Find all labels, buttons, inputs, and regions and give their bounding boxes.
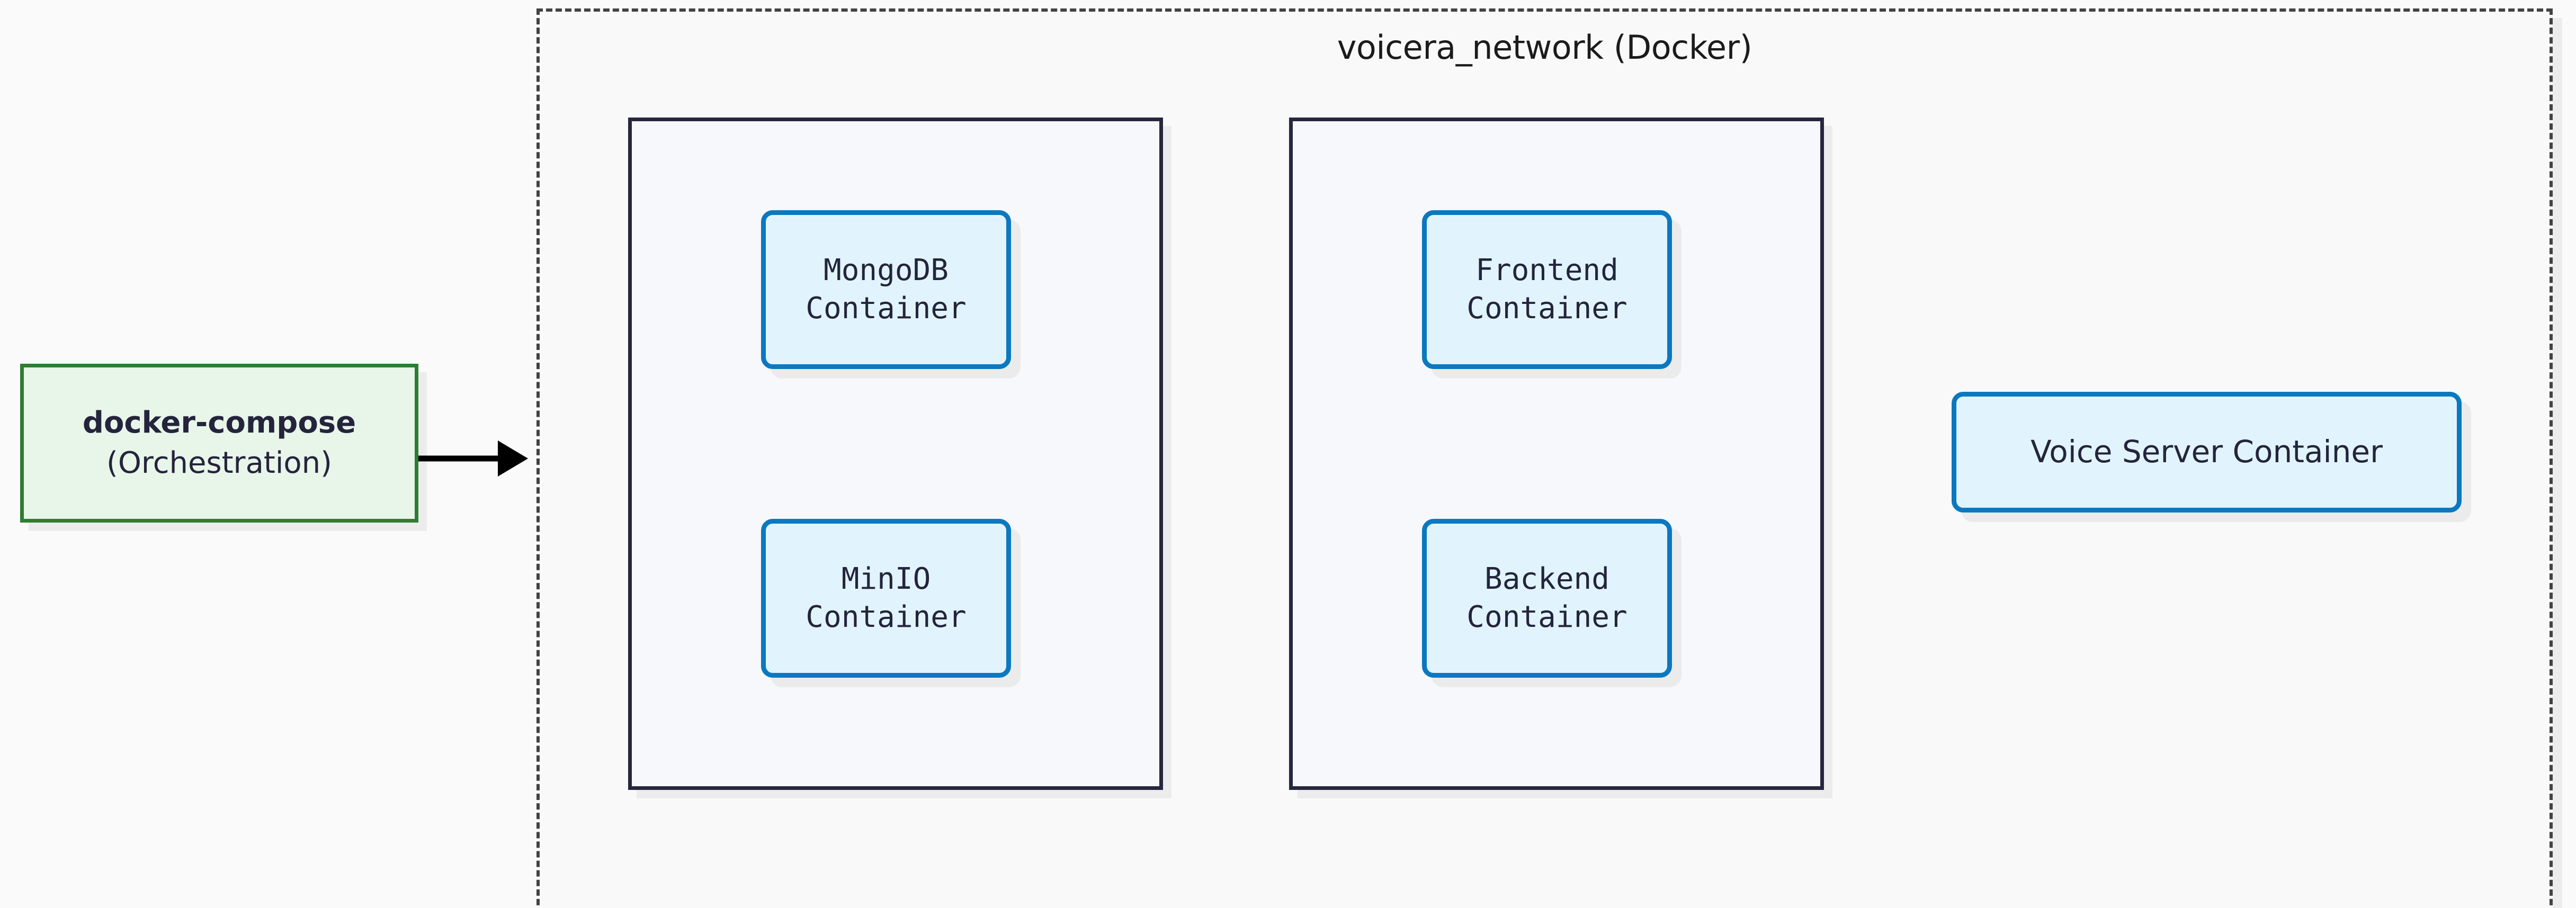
minio-container-label-line1: MinIO (841, 562, 931, 597)
orchestration-arrow (418, 432, 532, 485)
network-title: voicera_network (Docker) (1337, 28, 1752, 67)
voice-server-container-label: Voice Server Container (2031, 434, 2383, 470)
backend-container-label-line1: Backend (1484, 562, 1609, 597)
frontend-container-label-line2: Container (1466, 291, 1627, 326)
docker-compose-label-line2: (Orchestration) (106, 446, 333, 480)
backend-container[interactable]: Backend Container (1422, 519, 1672, 678)
minio-container[interactable]: MinIO Container (761, 519, 1011, 678)
mongodb-container-label-line2: Container (806, 291, 967, 326)
arrow-head (498, 440, 528, 477)
frontend-container-label-line1: Frontend (1475, 253, 1618, 288)
backend-container-label-line2: Container (1466, 600, 1627, 634)
mongodb-container-label-line1: MongoDB (823, 253, 949, 288)
voice-server-container[interactable]: Voice Server Container (1952, 392, 2462, 513)
mongodb-container[interactable]: MongoDB Container (761, 210, 1011, 369)
docker-compose-label-line1: docker-compose (82, 406, 356, 440)
docker-compose-node[interactable]: docker-compose (Orchestration) (20, 364, 418, 523)
minio-container-label-line2: Container (806, 600, 967, 634)
orchestration-arrow-svg (418, 440, 528, 477)
frontend-container[interactable]: Frontend Container (1422, 210, 1672, 369)
